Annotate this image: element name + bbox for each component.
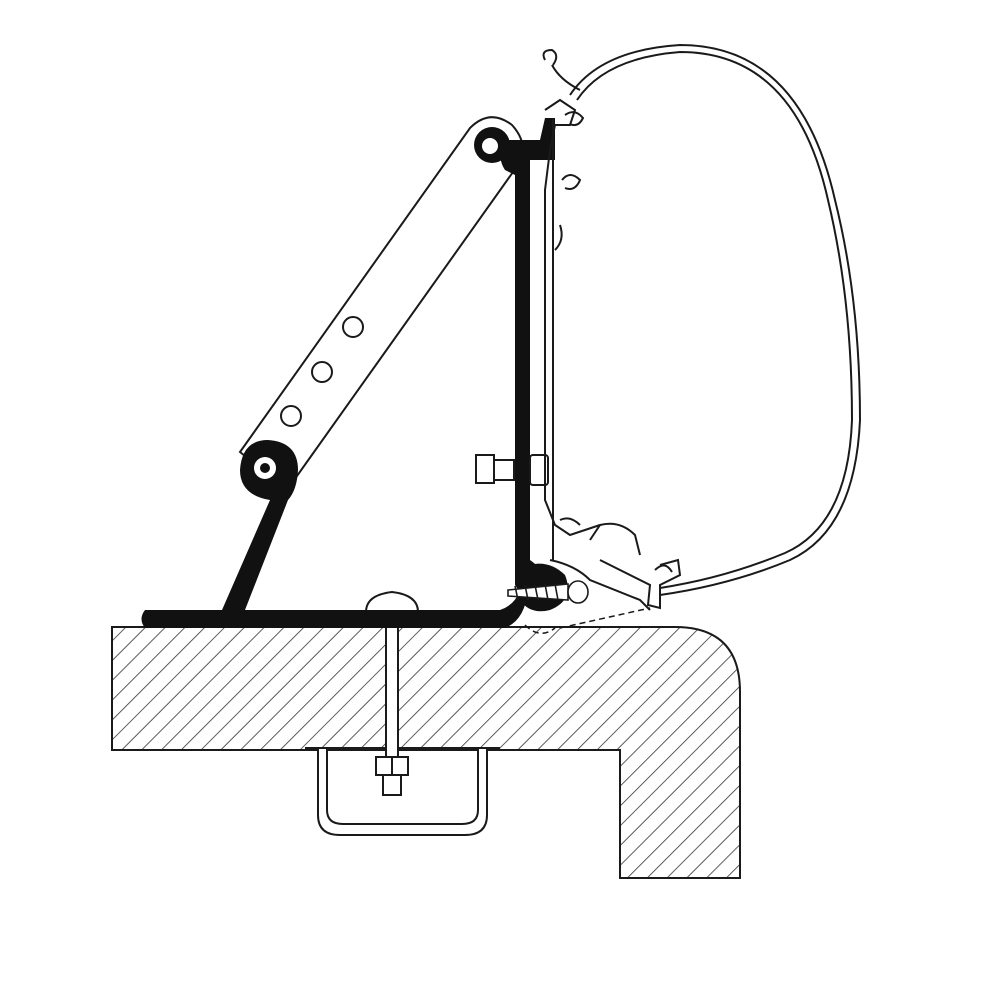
strut-hole: [311, 361, 333, 383]
dashed-profile-line: [524, 607, 651, 634]
roof-section: [111, 626, 741, 879]
fixing-screw: [507, 580, 589, 604]
support-strut: [238, 116, 524, 492]
hex-nut-bolt: [475, 454, 549, 486]
strut-hole: [280, 405, 302, 427]
awning-cassette: [542, 43, 862, 611]
underside-clamp: [305, 747, 500, 836]
strut-hole: [342, 316, 364, 338]
through-bolt: [364, 590, 420, 796]
base-plate: [141, 440, 528, 628]
